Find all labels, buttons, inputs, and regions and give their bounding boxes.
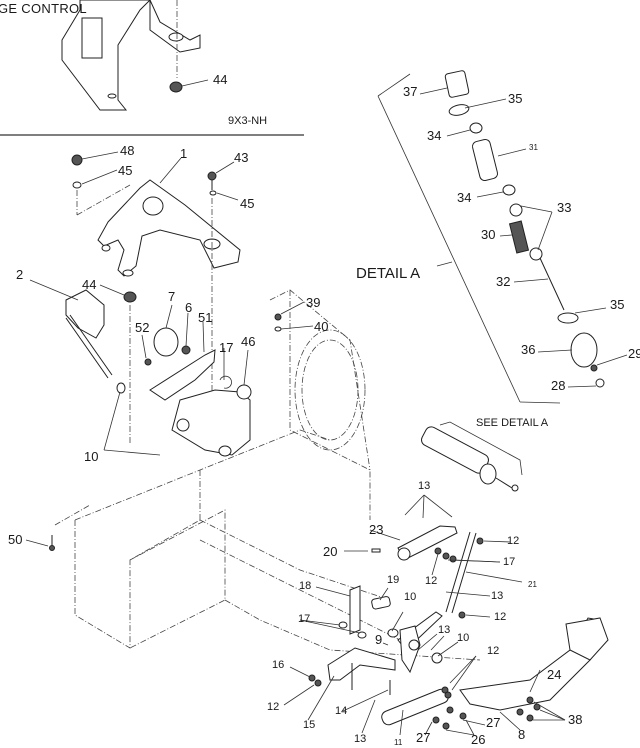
top-bracket [61,0,201,111]
callout-13d: 13 [354,733,367,745]
callout-35b: 35 [610,297,625,312]
callout-14: 14 [335,705,348,717]
callout-13b: 13 [491,590,504,602]
callout-17a: 17 [219,340,234,355]
pivot-block-46 [171,348,252,457]
bracket-part-18 [315,585,391,635]
callout-8: 8 [518,727,526,742]
callout-12e: 12 [267,701,280,713]
callout-10c: 10 [457,632,470,644]
callout-12d: 12 [487,645,500,657]
callout-21: 21 [528,580,537,589]
callout-52: 52 [135,320,150,335]
callout-27b: 27 [486,715,501,730]
callout-20: 20 [323,544,338,559]
callout-18: 18 [299,580,312,592]
callout-12b: 12 [425,575,438,587]
screw-50 [25,535,55,551]
callout-15: 15 [303,719,316,731]
diagram-title: GE CONTROL [0,1,87,16]
callout-33: 33 [557,200,572,215]
screw-52 [141,334,152,366]
bracket-part-1 [97,157,241,277]
nut-48 [71,151,131,216]
callout-30: 30 [481,227,496,242]
callout-29: 29 [628,346,640,361]
callout-7: 7 [168,289,176,304]
callout-24: 24 [547,667,562,682]
callout-13c: 13 [438,624,451,636]
callout-45b: 45 [240,196,255,211]
chassis-phantom [54,289,481,661]
callout-12a: 12 [507,535,520,547]
detail-a-parts [419,70,628,388]
callout-44-top: 44 [213,72,228,87]
callout-17c: 17 [298,613,311,625]
callout-32: 32 [496,274,511,289]
callout-10a: 10 [84,449,99,464]
pin-20 [344,548,381,553]
callout-13a: 13 [418,480,431,492]
bolt-43 [207,161,239,445]
callout-12c: 12 [494,611,507,623]
callout-10b: 10 [404,591,417,603]
callout-43: 43 [234,150,249,165]
shaft-part-11 [342,655,477,736]
callout-48: 48 [120,143,135,158]
callout-11: 11 [394,738,403,747]
callout-39: 39 [306,295,321,310]
detail-reference: SEE DETAIL A [476,417,549,429]
callout-26: 26 [471,732,486,747]
grommet-44 [99,284,137,445]
callout-2: 2 [16,267,24,282]
bolt-39 [274,301,314,332]
arm-part-23 [369,494,458,561]
callout-35a: 35 [508,91,523,106]
callout-40: 40 [314,319,329,334]
hardware-26-27-38 [424,696,566,736]
callout-1: 1 [180,146,188,161]
pulley-part-7 [153,304,191,357]
bracket-part-15 [283,647,396,721]
pedal-part-24 [459,617,609,731]
callout-46: 46 [241,334,256,349]
detail-title: DETAIL A [356,265,421,282]
callout-16: 16 [272,659,285,671]
callout-28: 28 [551,378,566,393]
callout-6: 6 [185,300,193,315]
callout-37: 37 [403,84,418,99]
callout-51: 51 [198,310,213,325]
callout-31: 31 [529,143,538,152]
callout-50: 50 [8,532,23,547]
plate-part-51 [149,321,216,401]
lever-part-2 [29,279,161,456]
callout-34a: 34 [427,128,442,143]
callout-38: 38 [568,712,583,727]
callout-44: 44 [82,277,97,292]
callout-17b: 17 [503,556,516,568]
callout-36: 36 [521,342,536,357]
drawing-code: 9X3-NH [228,115,268,127]
callout-45a: 45 [118,163,133,178]
nut-44-top [169,79,209,93]
callout-34b: 34 [457,190,472,205]
detail-a-frame [377,73,561,404]
rod-part-21 [431,531,523,619]
link-assembly-9-10-13 [299,611,459,674]
callout-19: 19 [387,574,400,586]
cable-assembly [421,421,523,492]
callout-27a: 27 [416,730,431,745]
callout-23: 23 [369,522,384,537]
callout-9: 9 [375,632,383,647]
